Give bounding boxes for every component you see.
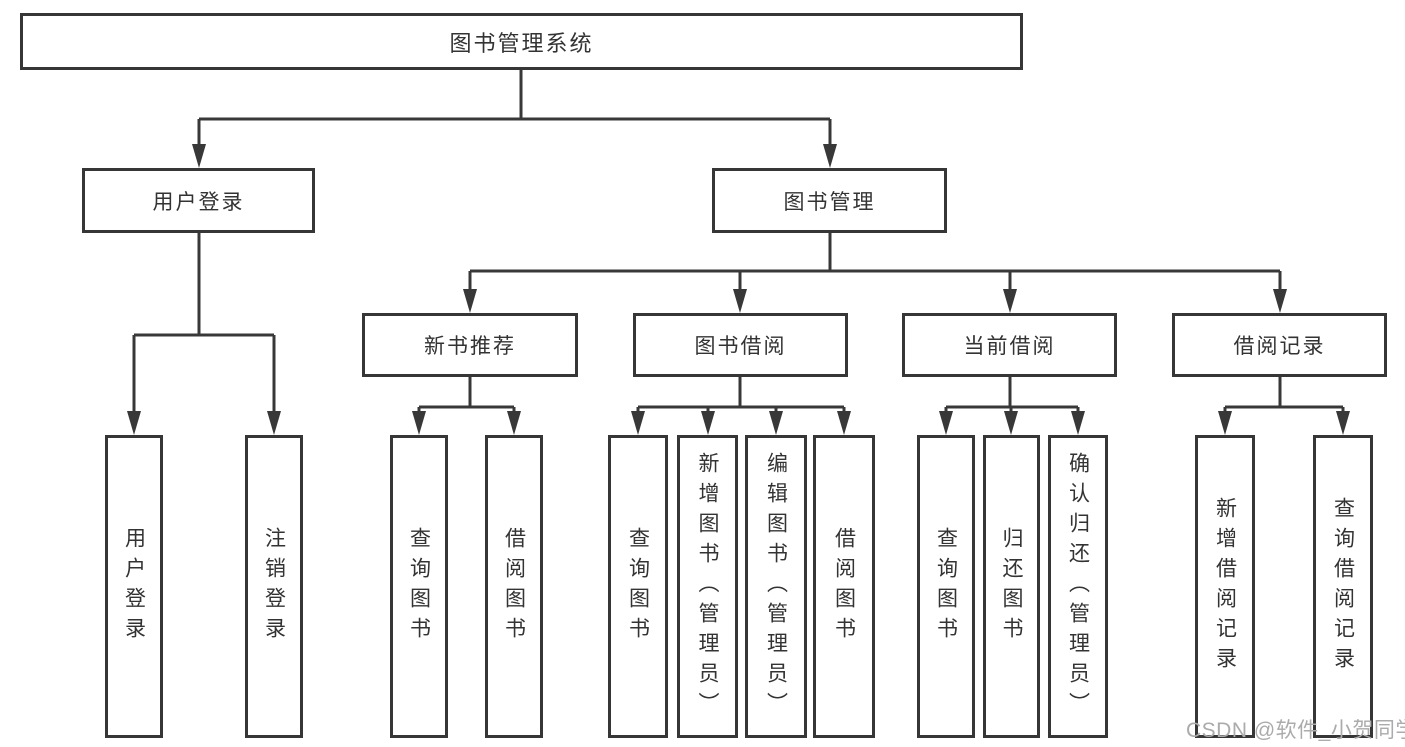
leaf-query-book-borrow: 查询图书 <box>608 435 668 738</box>
leaf-return-book-label: 归还图书 <box>1000 526 1023 647</box>
leaf-logout: 注销登录 <box>245 435 303 738</box>
leaf-return-book: 归还图书 <box>983 435 1040 738</box>
leaf-borrow-book-label: 借阅图书 <box>832 526 856 647</box>
leaf-add-book-admin-label: 新增图书（管理员） <box>696 451 719 722</box>
connector-records-group <box>1223 377 1345 415</box>
node-book-management-label: 图书管理 <box>783 190 876 214</box>
connector-bookmgmt-to-level3 <box>468 233 1282 293</box>
leaf-borrow-book-recommend: 借阅图书 <box>485 435 543 738</box>
connector-newbook-group <box>417 377 516 415</box>
leaf-confirm-return-admin-label: 确认归还（管理员） <box>1066 451 1090 722</box>
leaf-edit-book-admin: 编辑图书（管理员） <box>745 435 807 738</box>
leaf-query-book-current-label: 查询图书 <box>934 526 958 647</box>
leaf-add-borrow-record-label: 新增借阅记录 <box>1213 496 1237 677</box>
leaf-add-borrow-record: 新增借阅记录 <box>1195 435 1255 738</box>
node-borrow-records-label: 借阅记录 <box>1233 335 1326 358</box>
node-root-system: 图书管理系统 <box>20 13 1023 70</box>
node-current-borrow-label: 当前借阅 <box>963 335 1056 358</box>
leaf-query-book-recommend-label: 查询图书 <box>407 526 431 647</box>
leaf-add-book-admin: 新增图书（管理员） <box>677 435 738 738</box>
connector-root-to-level2 <box>197 70 832 148</box>
leaf-query-borrow-record: 查询借阅记录 <box>1313 435 1373 738</box>
csdn-watermark: CSDN @软件_小贺同学 <box>1186 719 1405 742</box>
node-user-login-label: 用户登录 <box>152 190 245 214</box>
node-current-borrow: 当前借阅 <box>902 313 1117 377</box>
leaf-logout-label: 注销登录 <box>262 526 286 647</box>
arrowheads <box>127 144 1350 435</box>
node-user-login: 用户登录 <box>82 168 315 233</box>
leaf-query-book-current: 查询图书 <box>917 435 975 738</box>
leaf-query-book-recommend: 查询图书 <box>390 435 448 738</box>
connector-current-group <box>944 377 1080 415</box>
connector-userlogin-group <box>132 233 276 415</box>
leaf-borrow-book: 借阅图书 <box>813 435 875 738</box>
node-new-book-recommend: 新书推荐 <box>362 313 578 377</box>
leaf-query-borrow-record-label: 查询借阅记录 <box>1331 496 1355 677</box>
node-root-label: 图书管理系统 <box>449 30 594 56</box>
connector-borrow-group <box>636 377 846 415</box>
node-borrow-records: 借阅记录 <box>1172 313 1387 377</box>
leaf-edit-book-admin-label: 编辑图书（管理员） <box>764 451 788 722</box>
node-book-management: 图书管理 <box>712 168 947 233</box>
leaf-borrow-book-recommend-label: 借阅图书 <box>502 526 526 647</box>
leaf-user-login-label: 用户登录 <box>122 526 146 647</box>
node-book-borrow-label: 图书借阅 <box>694 335 787 358</box>
leaf-confirm-return-admin: 确认归还（管理员） <box>1048 435 1108 738</box>
leaf-query-book-borrow-label: 查询图书 <box>626 526 650 647</box>
node-new-book-recommend-label: 新书推荐 <box>424 335 516 358</box>
node-book-borrow: 图书借阅 <box>633 313 848 377</box>
leaf-user-login: 用户登录 <box>105 435 163 738</box>
